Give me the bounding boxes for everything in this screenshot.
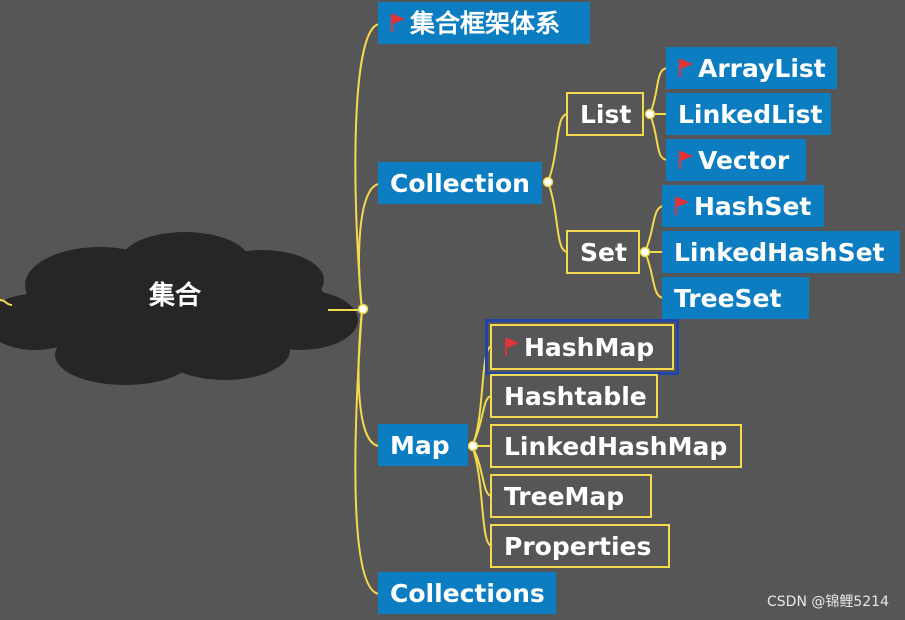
collapse-dot-icon[interactable] — [542, 176, 554, 188]
node-treemap[interactable]: TreeMap — [490, 474, 652, 518]
red-flag-icon — [678, 150, 694, 170]
node-label: Collection — [390, 168, 530, 198]
node-label: Map — [390, 430, 450, 460]
node-label: TreeMap — [504, 481, 625, 511]
root-cloud[interactable] — [0, 232, 358, 385]
node-label: Properties — [504, 531, 652, 561]
node-hashset[interactable]: HashSet — [662, 185, 824, 227]
node-label: ArrayList — [698, 53, 826, 83]
node-framework[interactable]: 集合框架体系 — [378, 2, 590, 44]
node-set[interactable]: Set — [566, 230, 640, 274]
node-label: TreeSet — [674, 283, 782, 313]
red-flag-icon — [390, 13, 406, 33]
node-hashtable[interactable]: Hashtable — [490, 374, 658, 418]
red-flag-icon — [504, 337, 520, 357]
node-linkedlist[interactable]: LinkedList — [666, 93, 831, 135]
node-label: LinkedList — [678, 99, 823, 129]
node-treeset[interactable]: TreeSet — [662, 277, 809, 319]
node-label: HashSet — [694, 191, 812, 221]
node-collection[interactable]: Collection — [378, 162, 542, 204]
node-label: Vector — [698, 145, 790, 175]
node-label: Collections — [390, 578, 545, 608]
node-arraylist[interactable]: ArrayList — [666, 47, 837, 89]
collapse-dot-icon[interactable] — [467, 440, 479, 452]
node-label: LinkedHashMap — [504, 431, 728, 461]
node-label: Hashtable — [504, 381, 647, 411]
node-label: List — [580, 99, 632, 129]
node-collections[interactable]: Collections — [378, 572, 556, 614]
watermark: CSDN @锦鲤5214 — [767, 594, 889, 610]
node-label: LinkedHashSet — [674, 237, 885, 267]
node-label: 集合框架体系 — [410, 8, 561, 38]
node-map[interactable]: Map — [378, 424, 468, 466]
collapse-dot-icon[interactable] — [357, 303, 369, 315]
root-node-label[interactable]: 集合 — [148, 281, 201, 311]
node-label: Set — [580, 237, 627, 267]
collapse-dot-icon[interactable] — [639, 246, 651, 258]
node-properties[interactable]: Properties — [490, 524, 670, 568]
node-hashmap[interactable]: HashMap — [485, 319, 679, 375]
red-flag-icon — [678, 58, 694, 78]
node-list[interactable]: List — [566, 92, 644, 136]
node-linkedhashmap[interactable]: LinkedHashMap — [490, 424, 742, 468]
red-flag-icon — [674, 196, 690, 216]
node-vector[interactable]: Vector — [666, 139, 806, 181]
node-label: HashMap — [524, 332, 655, 362]
node-linkedhashset[interactable]: LinkedHashSet — [662, 231, 900, 273]
collapse-dot-icon[interactable] — [644, 108, 656, 120]
